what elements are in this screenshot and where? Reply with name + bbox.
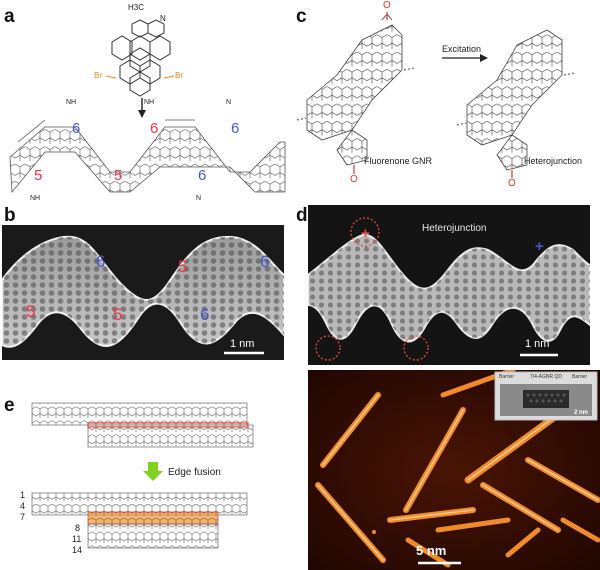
stm-image-b: [2, 225, 284, 360]
fluorenone-caption: Fluorenone GNR: [364, 156, 433, 166]
inset-qd-label: 7/4-AGNR QD: [530, 374, 562, 380]
bromine-right-label: Br: [175, 71, 183, 80]
scale-bar-label-d: 1 nm: [525, 338, 550, 350]
ring-label-5-a1: 5: [34, 167, 43, 184]
ring-label-b4: 5: [26, 302, 36, 321]
stm-image-d: [308, 205, 590, 365]
panel-label-d: d: [296, 205, 308, 226]
row-number-8: 8: [75, 523, 81, 533]
edge-fusion-diagram: [31, 402, 254, 549]
ring-label-b1: 6: [96, 252, 106, 271]
edge-fusion-label: Edge fusion: [168, 467, 221, 478]
n-label-5: N: [196, 195, 202, 202]
panel-label-a: a: [4, 6, 15, 27]
ring-label-6-a4: 6: [198, 167, 207, 184]
nh-label-1: NH: [66, 99, 77, 106]
oxygen-bottom-left-label: O: [350, 174, 358, 185]
panel-d: d Heterojunction + + 1 nm: [292, 205, 600, 365]
plus-right-marker: +: [535, 238, 544, 255]
ring-label-6-a3: 6: [231, 120, 240, 137]
nitrogen-label: N: [160, 14, 166, 23]
oxygen-top-label: O: [383, 0, 391, 11]
bromine-left-label: Br: [94, 71, 102, 80]
row-number-1: 1: [20, 490, 26, 500]
panel-a: a H3C N Br Br: [0, 0, 290, 205]
oxygen-bottom-right-label: O: [508, 178, 516, 189]
precursor-molecule: [105, 19, 175, 118]
scale-bar-label-f: 5 nm: [416, 543, 447, 558]
panel-b: b 6 5 6 5 5 6 1 nm: [0, 205, 292, 360]
chevron-gnr-structure: [9, 119, 286, 194]
panel-f: f: [292, 365, 600, 570]
panel-label-c: c: [296, 6, 307, 27]
ring-label-b3: 6: [260, 252, 270, 271]
ring-label-5-a2: 5: [114, 167, 123, 184]
heterojunction-title: Heterojunction: [422, 223, 487, 234]
inset-scale-label: 2 nm: [574, 410, 589, 416]
panel-label-b: b: [4, 205, 16, 226]
fluorenone-gnr-diagram: [296, 12, 575, 178]
nh-label-3: NH: [30, 195, 41, 202]
afm-image-f: [308, 370, 600, 570]
row-number-7: 7: [20, 512, 26, 522]
panel-label-e: e: [4, 395, 15, 416]
scale-bar-label-b: 1 nm: [230, 338, 255, 350]
inset-barrier-right: Barrier: [572, 374, 588, 380]
panel-e: e Edge fusion 1 4 7 8 11 14: [0, 365, 292, 570]
nh-label-2: NH: [144, 99, 155, 106]
row-number-14: 14: [72, 545, 83, 555]
ring-label-6-a1: 6: [72, 120, 81, 137]
panel-c: c O O O Excitation Fluorenone GNR Hetero…: [292, 0, 600, 205]
plus-left-marker: +: [361, 225, 370, 242]
heterojunction-caption: Heterojunction: [524, 156, 583, 166]
n-label-4: N: [226, 99, 232, 106]
inset-barrier-left: Barrier: [499, 374, 515, 380]
ring-label-b6: 6: [200, 305, 210, 324]
ring-label-b2: 5: [178, 257, 188, 276]
row-number-4: 4: [20, 501, 26, 511]
ring-label-6-a2: 6: [150, 120, 159, 137]
ring-label-b5: 5: [113, 305, 123, 324]
excitation-label: Excitation: [442, 44, 482, 54]
row-number-11: 11: [72, 534, 82, 544]
methyl-label: H3C: [128, 3, 145, 12]
